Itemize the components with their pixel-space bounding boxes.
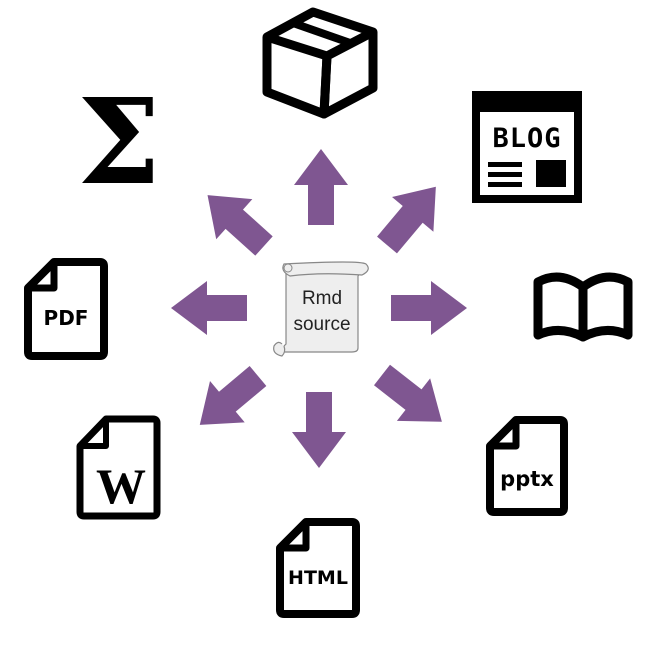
blog-page-icon: BLOG [472,91,582,203]
arrow-to-word [182,355,276,446]
center-label-rmd: Rmd [302,288,342,309]
sigma-icon: Σ [77,72,160,211]
center-label-source: source [293,314,350,335]
arrow-to-pptx [365,353,459,444]
pdf-label: PDF [44,306,89,330]
arrow-to-book [391,281,467,335]
arrow-to-pdf [171,281,247,335]
scroll-icon: Rmd source [273,261,369,357]
arrow-to-html [292,392,346,468]
pdf-file-icon: PDF [24,258,108,360]
html-file-icon: HTML [276,518,360,618]
word-label: W [96,458,146,514]
arrow-to-blog [366,169,457,263]
word-file-icon: W [76,415,161,520]
html-label: HTML [288,567,348,589]
pptx-file-icon: pptx [486,416,568,516]
sigma-label: Σ [77,72,160,211]
blog-label: BLOG [492,123,561,154]
open-book-icon [533,272,633,342]
pptx-label: pptx [500,467,554,491]
arrow-to-latex [189,175,283,267]
package-box-icon [262,7,378,119]
arrow-to-package [294,149,348,225]
